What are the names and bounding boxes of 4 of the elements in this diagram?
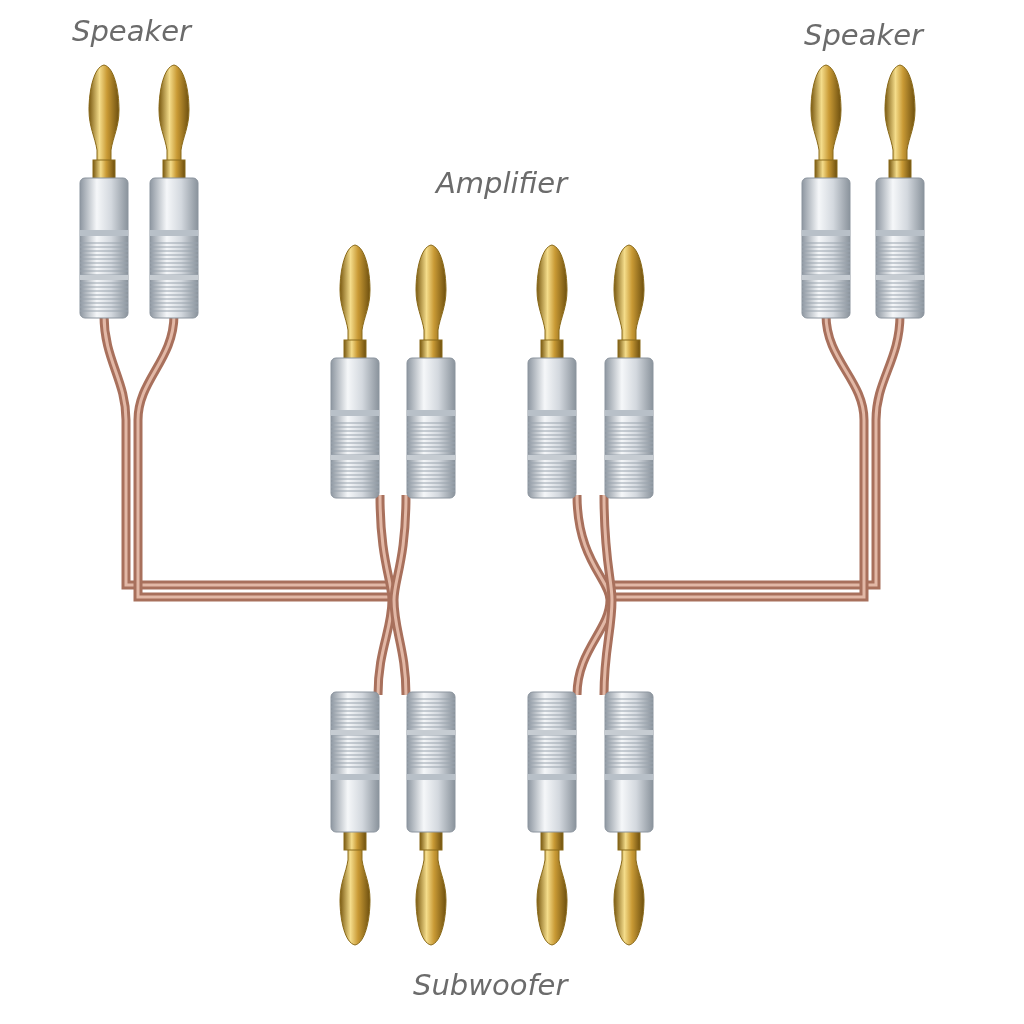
label-text: Speaker — [804, 18, 923, 52]
label-text: Amplifier — [436, 166, 568, 200]
label-text: Speaker — [72, 14, 191, 48]
label-text: Subwoofer — [413, 968, 568, 1002]
